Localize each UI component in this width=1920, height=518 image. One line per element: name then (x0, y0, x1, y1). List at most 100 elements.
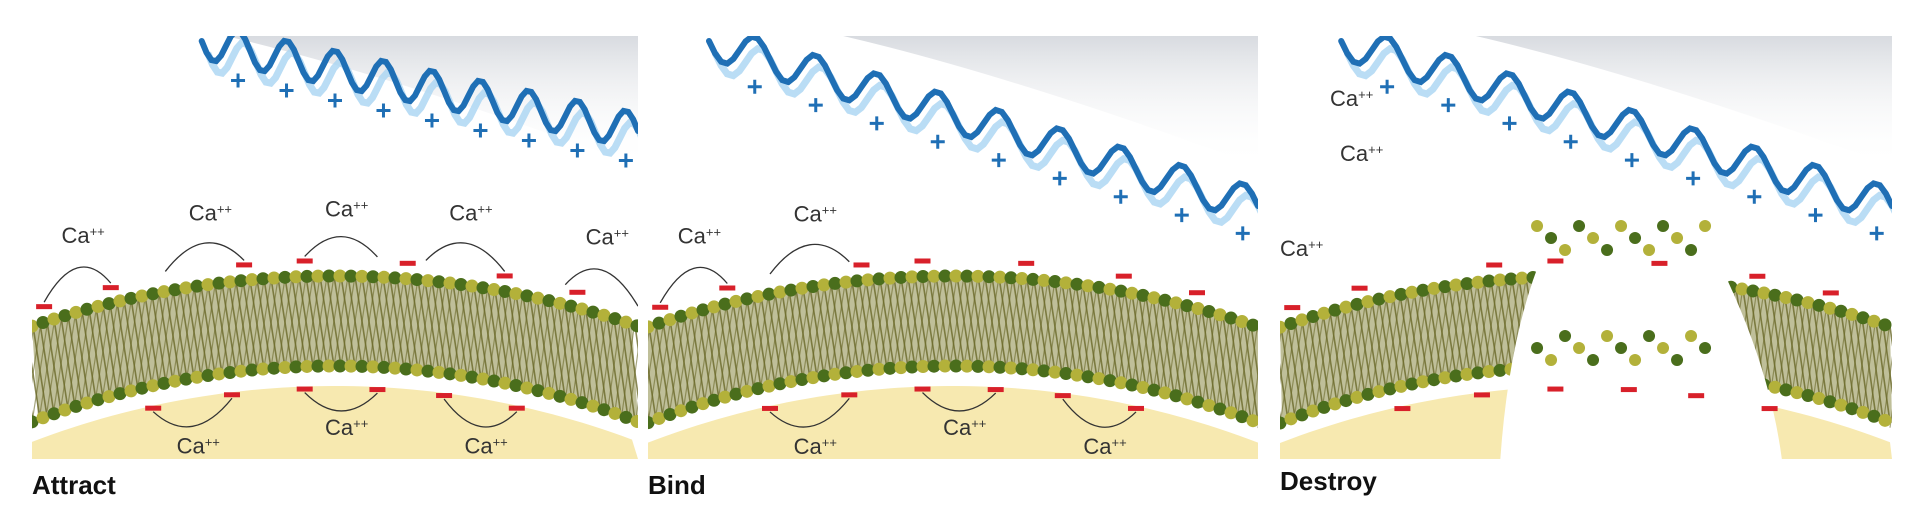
negative-charge (1547, 386, 1564, 392)
positive-charge (1235, 226, 1250, 241)
lipid-tail (928, 276, 944, 367)
lipid-head (1573, 220, 1586, 232)
lipid-head (938, 269, 952, 283)
lipid-tail (585, 310, 601, 409)
positive-charge (618, 153, 633, 168)
lipid-head (1493, 363, 1507, 377)
negative-charge (1189, 290, 1205, 296)
lipid-head (608, 312, 622, 326)
negative-charge (436, 393, 453, 399)
negative-charge (223, 392, 240, 398)
lipid-tail (1250, 324, 1258, 381)
lipid-tail (151, 293, 167, 384)
lipid-head (1350, 297, 1364, 311)
lipid-head (113, 387, 127, 401)
lipid-tail (1434, 288, 1450, 378)
lipid-head (740, 384, 754, 398)
lipid-head (1834, 304, 1848, 318)
panel-attract: Ca++Ca++Ca++Ca++Ca++Ca++Ca++Ca++ (32, 36, 638, 459)
lipid-tail (1882, 355, 1892, 426)
lipid-head (1037, 364, 1051, 378)
lipid-tail (81, 310, 97, 401)
lipid-tail (1152, 297, 1168, 394)
lipid-tail (424, 280, 440, 373)
lipid-tail (242, 280, 258, 370)
ion-bridge (443, 398, 518, 428)
lipid-head (1790, 386, 1804, 400)
negative-charge (102, 285, 119, 291)
lipid-tail (340, 275, 356, 367)
lipid-tail (249, 279, 265, 370)
lipid-head (1427, 281, 1441, 295)
lipid-head (1657, 220, 1670, 232)
lipid-tail (1427, 289, 1443, 379)
ion-bridge (1062, 398, 1137, 428)
lipid-head (597, 403, 611, 417)
lipid-head (718, 390, 732, 404)
lipid-tail (256, 279, 272, 369)
lipid-head (58, 309, 72, 323)
lipid-head (927, 359, 941, 373)
lipid-head (1147, 383, 1161, 397)
lipid-tail (1812, 303, 1828, 401)
lipid-head (1306, 310, 1320, 324)
lipid-tail (186, 287, 202, 377)
lipid-tail (333, 275, 349, 367)
lipid-tail (627, 347, 638, 424)
lipid-head (135, 381, 149, 395)
negative-charge (369, 387, 386, 393)
lipid-tail (963, 275, 979, 367)
lipid-tail (137, 296, 153, 387)
lipid-head (454, 368, 468, 382)
positive-charge (1380, 79, 1395, 94)
lipid-head (1191, 395, 1205, 409)
lipid-head (619, 410, 633, 424)
lipid-tail (550, 301, 566, 398)
lipid-tail (746, 298, 762, 389)
lipid-head (1180, 299, 1194, 313)
lipid-tail (88, 308, 104, 399)
lipid-head (531, 384, 545, 398)
lipid-tail (1777, 295, 1793, 392)
lipid-head (1685, 244, 1698, 256)
lipid-tail (368, 276, 384, 368)
positive-charge (473, 123, 488, 138)
lipid-tail (522, 294, 538, 391)
lipid-tail (116, 301, 132, 391)
lipid-head (1493, 273, 1507, 287)
lipid-tail (410, 278, 426, 371)
lipid-tail (1287, 324, 1303, 415)
lipid-head (960, 359, 974, 373)
lipid-head (1202, 398, 1216, 412)
lipid-head (1856, 311, 1870, 325)
lipid-tail (179, 288, 195, 378)
lipid-head (36, 316, 50, 330)
lipid-head (1460, 367, 1474, 381)
lipid-head (1856, 405, 1870, 419)
destroy-illustration: Ca++Ca++Ca++ (1280, 36, 1892, 459)
lipid-head (1449, 278, 1463, 292)
lipid-tail (1770, 294, 1786, 390)
lipid-head (872, 362, 886, 376)
lipid-head (1059, 276, 1073, 290)
lipid-tail (606, 316, 622, 416)
lipid-head (388, 361, 402, 375)
lipid-tail (1385, 297, 1401, 387)
negative-charge (1547, 258, 1564, 264)
lipid-head (1867, 314, 1881, 328)
lipid-head (465, 370, 479, 384)
lipid-head (1779, 383, 1793, 397)
shading (843, 36, 1258, 166)
lipid-head (47, 312, 61, 326)
positive-charge (1624, 153, 1639, 168)
lipid-tail (872, 279, 888, 369)
lipid-head (894, 361, 908, 375)
lipid-tail (1819, 305, 1835, 404)
lipid-tail (949, 275, 965, 367)
lipid-tail (1012, 277, 1028, 370)
lipid-head (1081, 279, 1095, 293)
lipid-head (1790, 293, 1804, 307)
lipid-tail (907, 276, 923, 367)
lipid-head (773, 377, 787, 391)
positive-charge (1052, 171, 1067, 186)
